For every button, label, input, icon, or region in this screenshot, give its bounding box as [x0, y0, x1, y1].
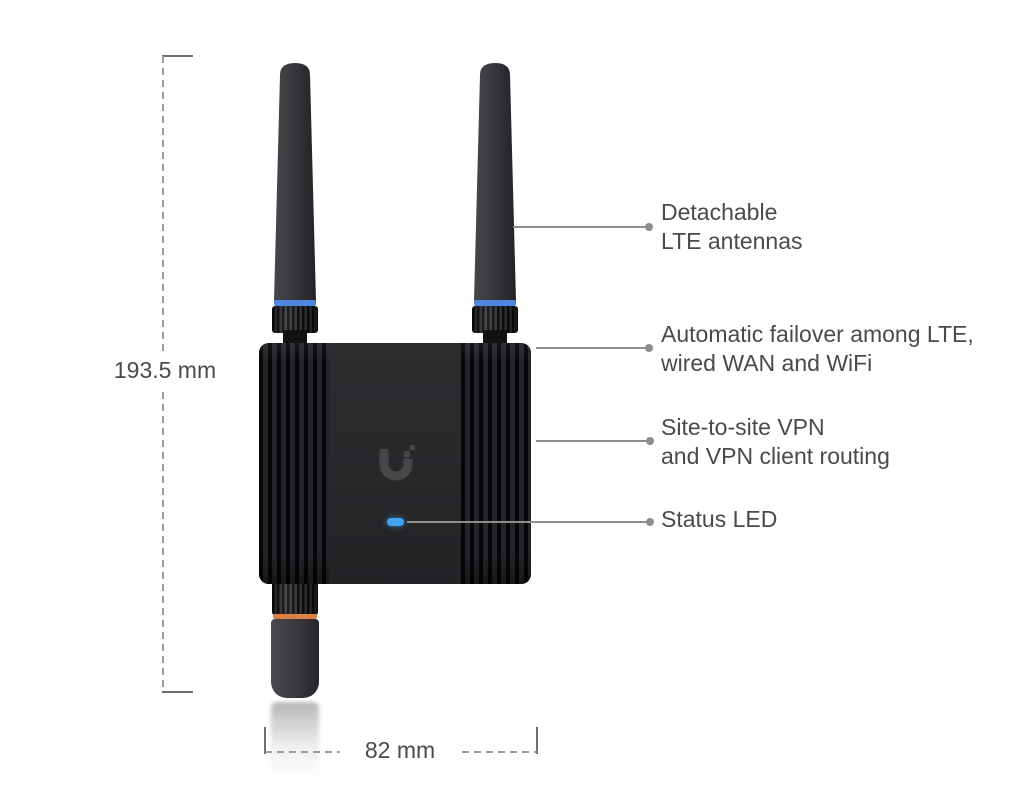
antenna-right-connector: [472, 306, 518, 333]
callout-automatic-failover: Automatic failover among LTE, wired WAN …: [661, 320, 974, 378]
height-dimension-bottom-tick: [162, 691, 193, 693]
callout-line: and VPN client routing: [661, 443, 890, 469]
callout-line: Detachable: [661, 199, 778, 225]
callout-line: wired WAN and WiFi: [661, 350, 873, 376]
antenna-right-blue-ring: [474, 300, 516, 306]
antenna-left: [274, 63, 316, 301]
antenna-bottom-orange-ring: [273, 614, 317, 619]
antenna-right-stem: [483, 330, 507, 344]
width-dimension-right-tick: [536, 727, 538, 754]
antenna-left-blue-ring: [274, 300, 316, 306]
leader-dot-antennas: [645, 223, 653, 231]
antenna-left-stem: [283, 330, 307, 344]
height-dimension-label: 193.5 mm: [105, 351, 225, 390]
antenna-bottom-connector: [272, 582, 318, 615]
heatsink-fins-right: [461, 343, 531, 584]
callout-detachable-lte-antennas: Detachable LTE antennas: [661, 198, 803, 256]
status-led: [387, 518, 404, 526]
callout-line: Site-to-site VPN: [661, 414, 825, 440]
callout-line: Status LED: [661, 506, 778, 532]
callout-site-to-site-vpn: Site-to-site VPN and VPN client routing: [661, 413, 890, 471]
ubiquiti-u-logo-icon: [379, 445, 415, 481]
front-panel: [329, 343, 461, 584]
leader-line-vpn: [536, 440, 647, 442]
leader-line-status-led: [407, 521, 647, 523]
width-dimension-left-tick: [264, 727, 266, 754]
heatsink-fins-left: [259, 343, 329, 584]
leader-dot-status-led: [646, 518, 654, 526]
callout-status-led: Status LED: [661, 505, 777, 534]
antenna-bottom-reflection: [271, 702, 319, 784]
leader-line-failover: [536, 347, 646, 349]
width-dimension-dashes-left: [265, 751, 341, 753]
antenna-bottom-barrel: [271, 619, 319, 698]
height-dimension-top-tick: [162, 55, 193, 57]
callout-line: LTE antennas: [661, 228, 803, 254]
callout-line: Automatic failover among LTE,: [661, 321, 974, 347]
width-dimension-dashes-right: [462, 751, 537, 753]
antenna-left-connector: [272, 306, 318, 333]
leader-dot-vpn: [646, 437, 654, 445]
antenna-right: [474, 63, 516, 301]
leader-dot-failover: [645, 344, 653, 352]
leader-line-antennas: [513, 226, 646, 228]
router-body: [259, 343, 531, 584]
width-dimension-label: 82 mm: [340, 731, 460, 770]
